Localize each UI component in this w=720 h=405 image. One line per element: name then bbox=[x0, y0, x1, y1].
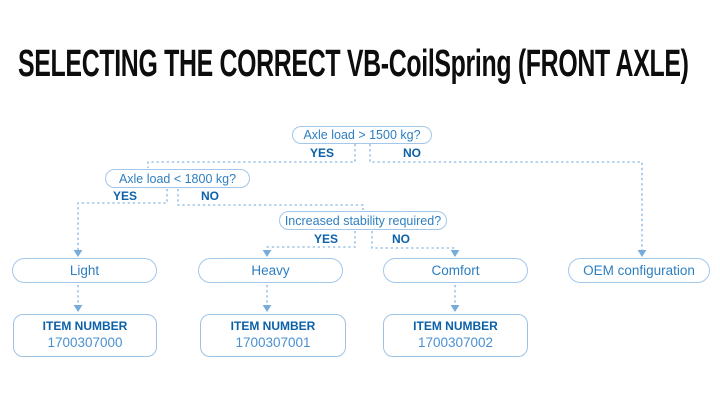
label-d2-yes: YES bbox=[112, 189, 137, 203]
decision-increased-stability: Increased stability required? bbox=[279, 211, 447, 230]
outcome-comfort: Comfort bbox=[383, 258, 528, 283]
decision-axle-load-1500: Axle load > 1500 kg? bbox=[292, 126, 432, 144]
label-d2-no: NO bbox=[201, 189, 219, 203]
decision-axle-load-1800: Axle load < 1800 kg? bbox=[105, 169, 250, 188]
arrowhead-item-2 bbox=[262, 305, 272, 312]
outcome-heavy: Heavy bbox=[198, 258, 343, 283]
item-number-heading: ITEM NUMBER bbox=[413, 318, 498, 333]
item-number-box-comfort: ITEM NUMBER 1700307002 bbox=[383, 314, 528, 357]
item-number-heading: ITEM NUMBER bbox=[230, 318, 316, 333]
label-d3-yes: YES bbox=[313, 232, 338, 246]
item-number-box-light: ITEM NUMBER 1700307000 bbox=[13, 314, 157, 357]
arrowhead-item-3 bbox=[450, 305, 460, 312]
label-d1-no: NO bbox=[403, 146, 421, 160]
item-number-value: 1700307001 bbox=[235, 334, 311, 350]
item-number-box-heavy: ITEM NUMBER 1700307001 bbox=[200, 314, 346, 357]
arrowhead-light bbox=[73, 250, 83, 257]
item-number-value: 1700307000 bbox=[47, 334, 123, 350]
arrowhead-oem bbox=[637, 250, 647, 257]
outcome-oem-configuration: OEM configuration bbox=[568, 258, 710, 283]
arrowhead-heavy bbox=[262, 250, 272, 257]
outcome-light: Light bbox=[12, 258, 157, 283]
item-number-value: 1700307002 bbox=[417, 334, 494, 350]
item-number-heading: ITEM NUMBER bbox=[42, 318, 128, 333]
arrowhead-comfort bbox=[450, 250, 460, 257]
page-title: SELECTING THE CORRECT VB-CoilSpring (FRO… bbox=[18, 43, 689, 85]
label-d1-yes: YES bbox=[309, 146, 334, 160]
arrowhead-item-1 bbox=[73, 305, 83, 312]
label-d3-no: NO bbox=[392, 232, 410, 246]
